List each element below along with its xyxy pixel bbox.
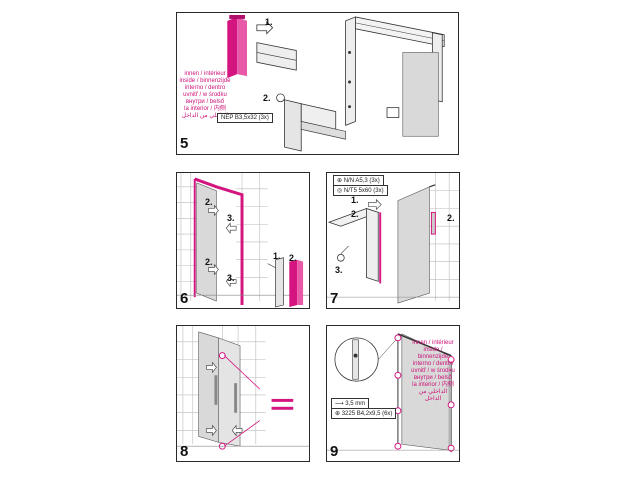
step-6-panel: 6 2. 3. 2. 3. 1. 2. — [176, 172, 310, 309]
screw-icon: ◎ — [337, 188, 344, 194]
step-7-number: 7 — [330, 290, 339, 307]
callout-line: الداخلي من الداخل — [181, 113, 229, 119]
step-7-label-1: 1. — [351, 195, 359, 205]
part-label: N/T5 5x60 (3x) — [343, 188, 384, 194]
callout-line: la interior / 内侧 — [184, 106, 226, 112]
drill-bit-icon: ⟶ — [335, 401, 346, 407]
step-7-label-2: 2. — [351, 209, 359, 219]
callout-line: interno / dentro — [412, 361, 454, 367]
step-8-panel: 8 — [176, 325, 310, 462]
step-6-label-f: 2. — [289, 253, 297, 263]
step-9-panel: 9 innen / intérieur inside / binnenzijde… — [326, 325, 460, 462]
step-7-label-3: 3. — [335, 265, 343, 275]
step-6-label-d: 3. — [227, 273, 235, 283]
step-9-screw-box: ⊕ 3225 B4,2x9,5 (6x) — [331, 408, 397, 419]
step-6-label-c: 2. — [205, 257, 213, 267]
part-label: N/N A5,3 (3x) — [343, 178, 380, 184]
part-label: 3,5 mm — [345, 401, 366, 407]
callout-line: внутри / belső — [413, 375, 453, 381]
step-5-illustration — [227, 14, 445, 152]
step-5-screw-box: NEP B3,5x32 (3x) — [217, 113, 273, 123]
step-5-inside-callout: innen / intérieur inside / binnenzijde i… — [179, 71, 231, 120]
step-8-number: 8 — [180, 443, 189, 460]
callout-line: uvnitř / w środku — [183, 92, 227, 98]
part-label: 3225 B4,2x9,5 (6x) — [341, 411, 393, 417]
step-9-number: 9 — [330, 443, 339, 460]
step-8-illustration — [177, 326, 309, 450]
step-7-screw-box-2: ◎ N/T5 5x60 (3x) — [333, 185, 388, 196]
step-6-label-e: 1. — [273, 251, 281, 261]
callout-line: interno / dentro — [184, 85, 226, 91]
step-5-number: 5 — [180, 135, 189, 152]
step-5-label-1: 1. — [265, 17, 273, 27]
step-5-panel: 5 1. 2. innen / intérieur inside / binne… — [176, 12, 459, 155]
step-7-label-4: 2. — [447, 213, 455, 223]
callout-line: innen / intérieur — [412, 340, 454, 346]
callout-line: inside / binnenzijde — [417, 347, 449, 360]
callout-line: innen / intérieur — [184, 71, 226, 77]
step-5-label-2: 2. — [263, 93, 271, 103]
step-7-illustration — [327, 173, 459, 304]
callout-line: la interior / 内侧 — [412, 382, 454, 388]
screw-icon: ⊕ — [335, 411, 342, 417]
step-9-illustration — [327, 333, 459, 453]
step-7-panel: 7 ⊕ N/N A5,3 (3x) ◎ N/T5 5x60 (3x) 1. 2.… — [326, 172, 460, 309]
callout-line: inside / binnenzijde — [179, 78, 231, 84]
step-9-inside-callout: innen / intérieur inside / binnenzijde i… — [411, 340, 455, 403]
step-6-illustration — [177, 173, 309, 308]
callout-line: внутри / belső — [185, 99, 225, 105]
step-6-number: 6 — [180, 290, 189, 307]
step-6-label-b: 3. — [227, 213, 235, 223]
screw-icon: ⊕ — [337, 178, 344, 184]
callout-line: الداخلي من الداخل — [418, 389, 448, 402]
callout-line: uvnitř / w środku — [411, 368, 455, 374]
step-6-label-a: 2. — [205, 197, 213, 207]
